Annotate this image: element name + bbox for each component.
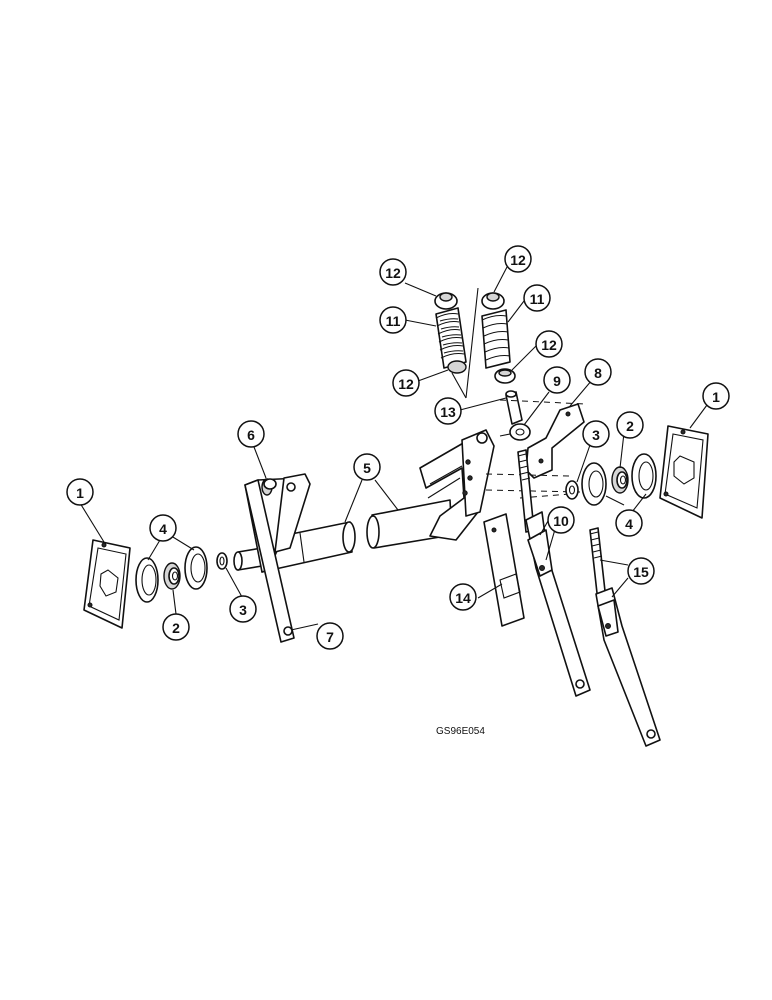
callout-3-right: 3 [582, 420, 610, 448]
left-bearing [163, 562, 181, 590]
left-flange-inner [184, 546, 208, 590]
callout-12-mid-right: 12 [535, 330, 563, 358]
svg-text:5: 5 [363, 460, 371, 476]
callout-14: 14 [449, 583, 477, 611]
cross-tube-left [261, 521, 356, 573]
svg-text:2: 2 [626, 418, 634, 434]
plate-14 [483, 513, 525, 627]
svg-text:12: 12 [541, 337, 557, 353]
left-mounting-plate [83, 539, 131, 629]
svg-text:15: 15 [633, 564, 649, 580]
pin-13 [505, 390, 523, 425]
svg-text:2: 2 [172, 620, 180, 636]
svg-text:12: 12 [398, 376, 414, 392]
svg-text:12: 12 [510, 252, 526, 268]
right-washer [565, 480, 579, 500]
callout-1-right: 1 [702, 382, 730, 410]
callout-12-bottom-left: 12 [392, 369, 420, 397]
bracket-8 [525, 403, 585, 479]
svg-text:7: 7 [326, 629, 334, 645]
lever-10 [517, 449, 591, 697]
callout-13: 13 [434, 397, 462, 425]
svg-text:11: 11 [386, 313, 401, 329]
callout-10: 10 [547, 506, 575, 534]
callout-11-left: 11 [379, 306, 407, 334]
bushing-9 [499, 423, 531, 441]
callout-11-right: 11 [523, 284, 551, 312]
callout-3-left: 3 [229, 595, 257, 623]
drawing-code: GS96E054 [436, 726, 485, 737]
right-flange-inner [581, 462, 607, 506]
svg-text:4: 4 [625, 516, 633, 532]
center-bracket [419, 429, 495, 541]
callout-6: 6 [237, 420, 265, 448]
svg-text:1: 1 [76, 485, 84, 501]
callout-8: 8 [584, 358, 612, 386]
left-lever-arm [244, 473, 311, 643]
left-flange-outer [135, 557, 159, 603]
right-spring-assembly [465, 287, 516, 399]
lever-15 [589, 527, 661, 747]
svg-text:9: 9 [553, 373, 561, 389]
left-washer [216, 552, 228, 570]
right-mounting-plate [659, 425, 709, 519]
callout-1-left: 1 [66, 478, 94, 506]
svg-text:14: 14 [455, 590, 471, 606]
callout-4-left: 4 [149, 514, 177, 542]
right-flange-outer [631, 453, 657, 499]
right-bearing [611, 466, 629, 494]
callout-12-top-left: 12 [379, 258, 407, 286]
svg-text:6: 6 [247, 427, 255, 443]
svg-text:11: 11 [530, 291, 545, 307]
svg-text:8: 8 [594, 365, 602, 381]
svg-text:3: 3 [592, 427, 600, 443]
svg-text:13: 13 [440, 404, 456, 420]
svg-text:10: 10 [553, 513, 569, 529]
callout-5: 5 [353, 453, 381, 481]
callout-9: 9 [543, 366, 571, 394]
callout-2-left: 2 [162, 613, 190, 641]
svg-text:3: 3 [239, 602, 247, 618]
callout-2-right: 2 [616, 411, 644, 439]
callout-7: 7 [316, 622, 344, 650]
svg-text:12: 12 [385, 265, 401, 281]
leader-lines [79, 266, 708, 631]
svg-text:1: 1 [712, 389, 720, 405]
callout-4-right: 4 [615, 509, 643, 537]
callout-15: 15 [627, 557, 655, 585]
svg-text:4: 4 [159, 521, 167, 537]
callout-12-top-right: 12 [504, 245, 532, 273]
left-spring-assembly [434, 292, 467, 399]
